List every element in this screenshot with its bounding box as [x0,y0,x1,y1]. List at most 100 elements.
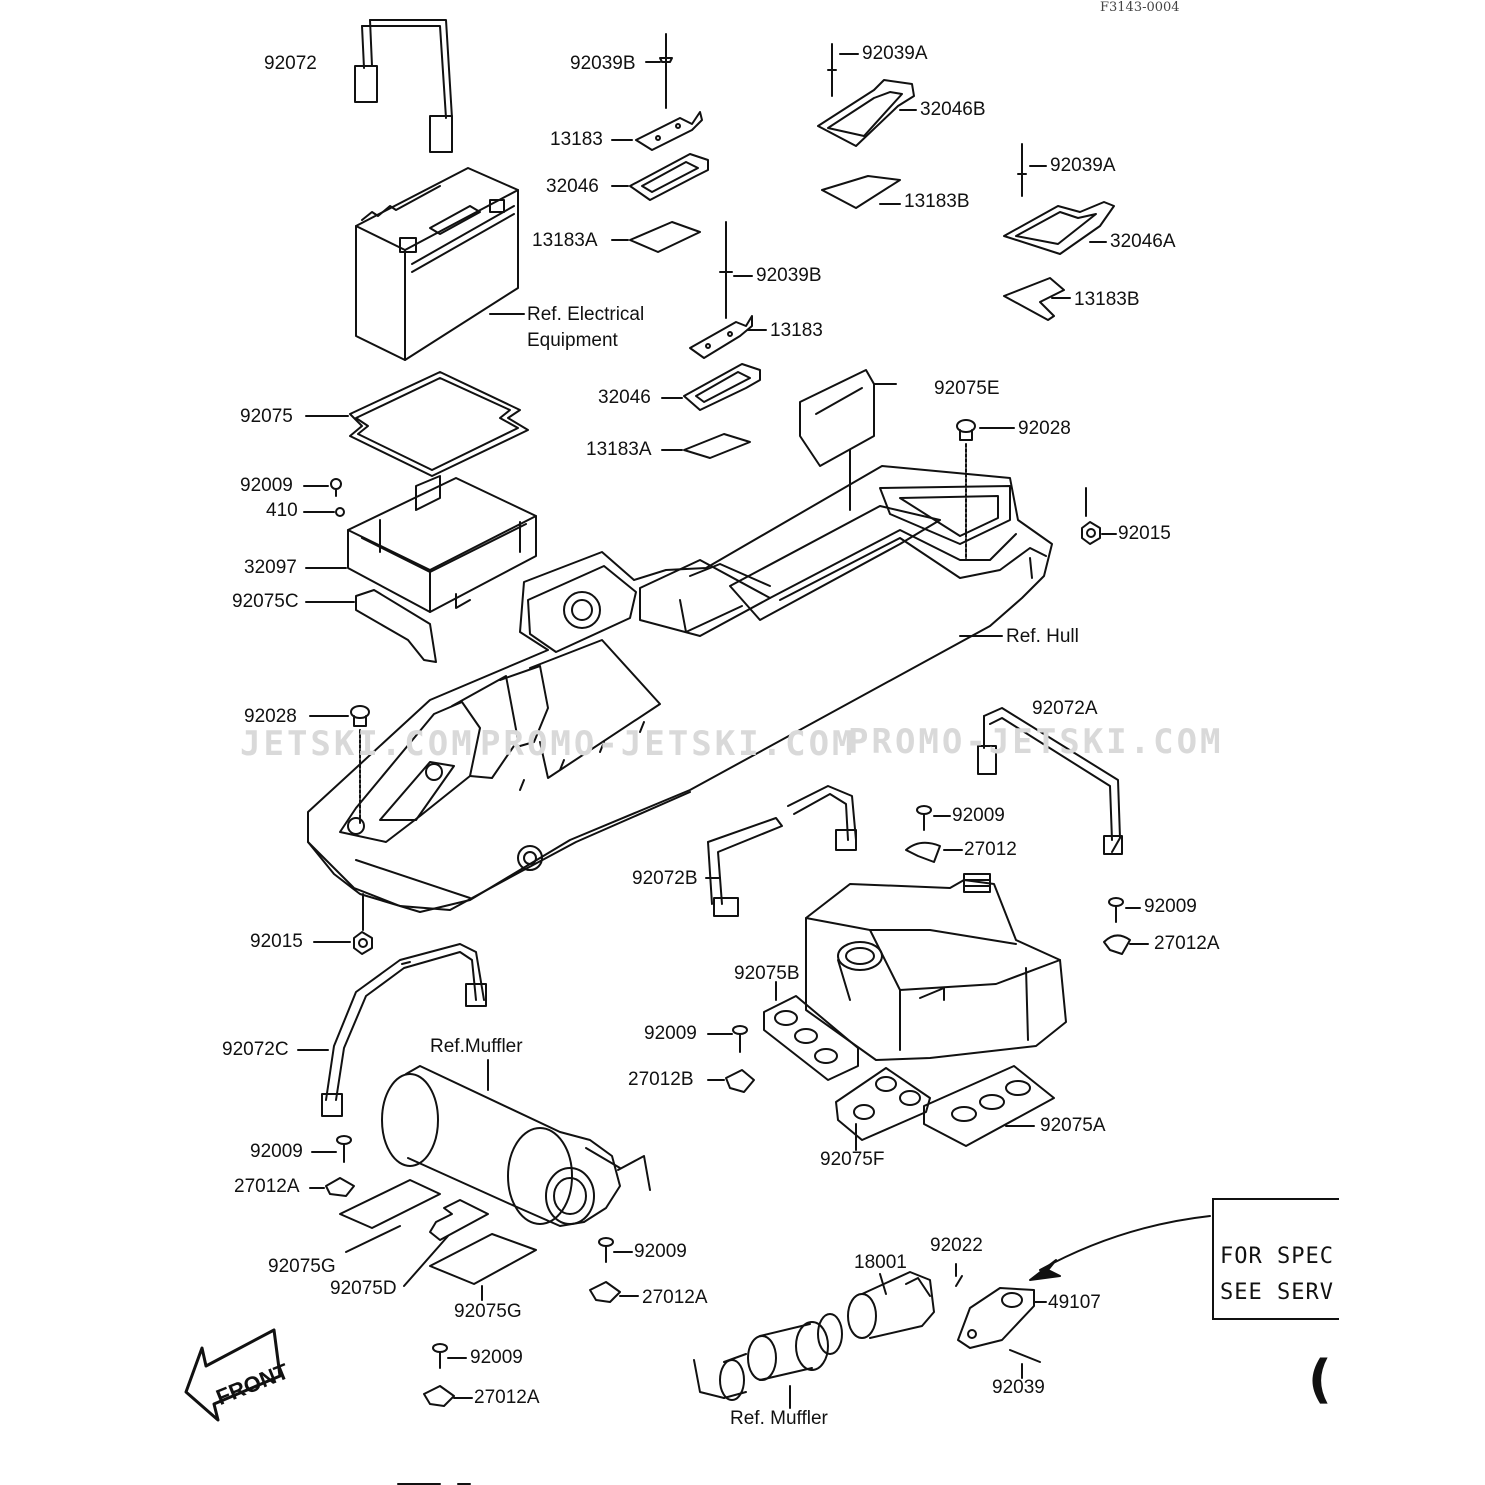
part-label: 92075C [232,591,299,612]
part-label: 92075D [330,1278,397,1299]
muffler [381,1065,651,1227]
pin-92039A-b [1017,143,1027,197]
plug-92028-top [956,419,976,441]
strap-92072C [321,943,487,1117]
part-label: 92039A [862,43,928,64]
part-label: 92015 [250,931,303,952]
part-label: 27012A [642,1287,708,1308]
part-label: 92009 [470,1347,523,1368]
pad-92075E [799,369,897,467]
ref-muffler-bottom: Ref. Muffler [730,1408,828,1429]
part-label: 27012A [1154,933,1220,954]
front-arrow: FRONT [184,1328,293,1422]
pointer-arrow [1039,1215,1211,1271]
watermark-2: PROMO-JETSKI.COM [480,724,856,764]
part-label: 92015 [1118,523,1171,544]
part-label: 92075G [454,1301,522,1322]
clip-27012B [725,1069,755,1093]
screw-92009-box [330,478,342,497]
pin-92039B-a [659,33,673,109]
part-label: 92075G [268,1256,336,1277]
bracket-32046A [1003,201,1115,255]
screw-92009-mid [916,805,932,831]
part-label: 92072C [222,1039,289,1060]
bolt-92039 [1009,1349,1041,1363]
part-label: 13183B [1074,289,1140,310]
pad-13183A-b [683,433,751,459]
bracket-32046B [817,79,915,147]
watermark-3: PROMO-JETSKI.COM [848,722,1224,762]
ref-electrical: Ref. Electrical Equipment [527,304,645,351]
battery-mat-92075 [349,371,529,477]
part-label: 92072A [1032,698,1098,719]
part-label: 18001 [854,1252,907,1273]
pad-92075F [835,1067,931,1141]
part-label: 92072B [632,868,698,889]
bracket-32046-b [683,363,761,411]
hull [307,465,1053,913]
screw-92009-left-mid [732,1025,748,1053]
part-label: 92075E [934,378,1000,399]
screw-leaders [303,485,335,513]
part-label: 13183A [532,230,598,251]
part-label: 13183A [586,439,652,460]
part-label: 13183 [550,129,603,150]
clip-27012A-right [1103,934,1131,955]
pad-D-leader [403,1235,449,1287]
part-label: 32046 [598,387,651,408]
part-label: 32046A [1110,231,1176,252]
pad-13183A-a [629,221,701,253]
cropped-bracket-glyph: ( [1308,1350,1332,1410]
bracket-49107 [957,1287,1035,1349]
plate-13183-b [689,315,753,359]
note-line-1: FOR SPEC [1220,1244,1334,1269]
pad-13183B-a [821,175,901,209]
pad-G-a-leader [345,1225,401,1253]
part-label: 49107 [1048,1292,1101,1313]
part-label: 92075B [734,963,800,984]
part-label: 92039 [992,1377,1045,1398]
part-label: 27012B [628,1069,694,1090]
part-label: 92009 [250,1141,303,1162]
part-label: 92075 [240,406,293,427]
part-label: 13183 [770,320,823,341]
part-label: 92039B [756,265,822,286]
clip-27012A-lower-left [325,1177,355,1197]
ref-muffler-top: Ref.Muffler [430,1036,523,1057]
pin-92039B-b [719,221,733,319]
strap-92072B [707,785,857,917]
part-label: 92009 [240,475,293,496]
plate-13183-a [635,111,703,151]
pad-92075C [355,589,437,663]
part-label: 13183B [904,191,970,212]
part-label: 92009 [1144,896,1197,917]
ref-hull: Ref. Hull [1006,626,1079,647]
bracket-32046-a [629,153,709,201]
drawing-code: F3143-0004 [1100,0,1180,15]
part-label: 92039A [1050,155,1116,176]
pad-92075G-a [339,1179,441,1229]
fuel-tank [805,873,1067,1061]
part-label: 27012A [234,1176,300,1197]
battery-box-32097 [347,475,537,613]
part-label: 92072 [264,53,317,74]
part-label: 32046 [546,176,599,197]
part-label: 92022 [930,1235,983,1256]
part-label: 92028 [244,706,297,727]
pin-92039A-a [827,43,837,97]
part-label: 27012 [964,839,1017,860]
screw-92009-right [1108,897,1124,923]
pad-92075G-b [429,1233,537,1285]
nut-92015-right [1081,521,1101,545]
nut-92015-bottom [353,931,373,955]
exhaust-hose-assembly [693,1271,935,1401]
part-label: 92039B [570,53,636,74]
part-92022-stub [955,1275,963,1287]
plug-92028-left [350,705,370,727]
part-label: 92009 [634,1241,687,1262]
screw-92009-bottom [432,1343,448,1369]
part-label: 410 [266,500,298,521]
front-arrow-text: FRONT [213,1358,293,1410]
screw-92009-lower-mid [598,1237,614,1263]
